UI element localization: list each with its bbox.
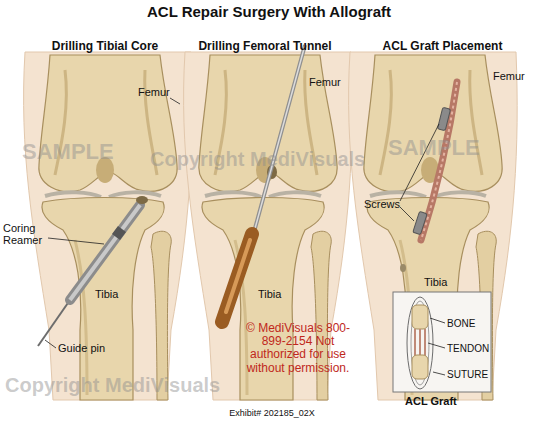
part-label: Guide pin: [58, 342, 105, 354]
part-label: Tibia: [424, 276, 447, 288]
part-label: Coring Reamer: [3, 222, 49, 246]
panel-heading: Drilling Tibial Core: [20, 40, 190, 53]
panel-heading: ACL Graft Placement: [355, 40, 530, 53]
exhibit-caption: Exhibit# 202185_02X: [190, 409, 354, 419]
part-label: Femur: [309, 76, 341, 88]
diagram-title: ACL Repair Surgery With Allograft: [0, 4, 541, 21]
watermark: Copyright MediVisuals: [5, 374, 220, 396]
part-label: Femur: [138, 86, 170, 98]
part-label: Tibia: [258, 288, 281, 300]
watermark: SAMPLE: [388, 136, 480, 160]
part-label: TENDON: [447, 343, 489, 354]
part-label: Tibia: [95, 288, 118, 300]
part-label: Screws: [364, 198, 400, 210]
watermark: Copyright MediVisuals: [150, 148, 365, 170]
part-label: BONE: [447, 318, 475, 329]
copyright-note: © MediVisuals 800-899-2154 Not authorize…: [244, 322, 352, 375]
part-label: SUTURE: [447, 369, 488, 380]
watermark: SAMPLE: [22, 140, 114, 164]
panel-heading: Drilling Femoral Tunnel: [175, 40, 355, 53]
part-label: Femur: [493, 70, 525, 82]
inset-label: ACL Graft: [405, 395, 457, 407]
